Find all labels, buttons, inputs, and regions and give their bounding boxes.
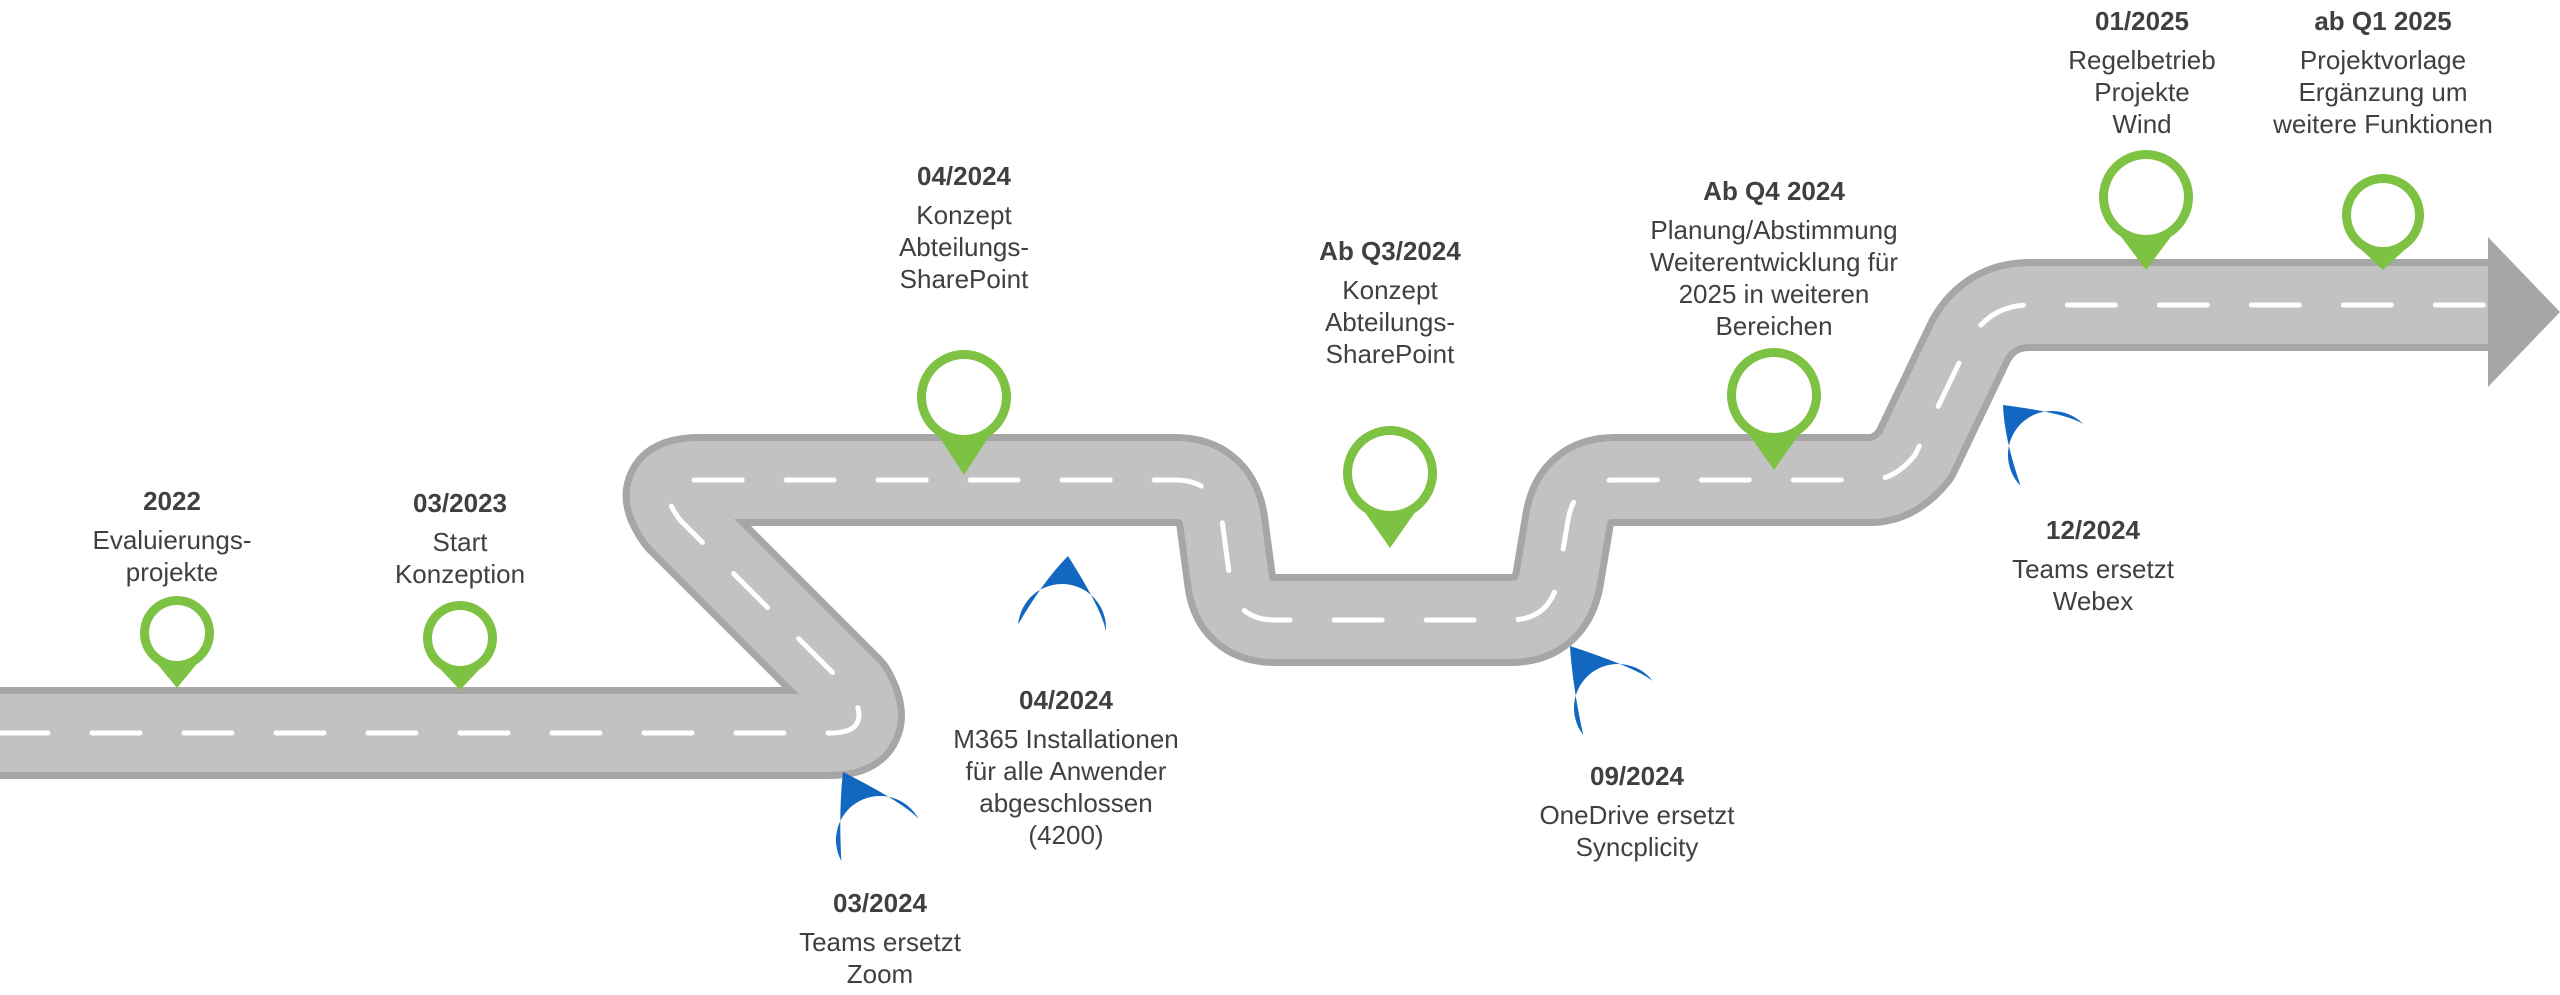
pin-hole bbox=[1580, 670, 1656, 746]
map-pin-icon bbox=[423, 601, 498, 690]
pin-hole bbox=[842, 802, 918, 878]
milestone-2024-03: 03/2024 Teams ersetzt Zoom bbox=[799, 887, 961, 990]
milestone-date: 01/2025 bbox=[2095, 6, 2189, 36]
map-pin-icon bbox=[1342, 426, 1437, 548]
map-pin-icon bbox=[1570, 646, 1656, 746]
milestone-text: Konzept bbox=[916, 200, 1012, 230]
milestone-text: 2025 in weiteren bbox=[1678, 279, 1870, 309]
map-pin-icon bbox=[835, 772, 919, 878]
milestone-text: Bereichen bbox=[1715, 311, 1833, 341]
pin-body bbox=[2003, 405, 2084, 486]
milestone-text: OneDrive ersetzt bbox=[1539, 800, 1735, 830]
map-pin-icon bbox=[140, 596, 214, 688]
map-pin-icon bbox=[917, 349, 1011, 475]
road-arrow-head bbox=[2488, 237, 2560, 387]
milestone-text: Planung/Abstimmung bbox=[1650, 215, 1898, 245]
milestone-q3-2024: Ab Q3/2024 Konzept Abteilungs- SharePoin… bbox=[1319, 235, 1461, 370]
milestone-text: Ergänzung um bbox=[2298, 77, 2468, 107]
milestone-date: 04/2024 bbox=[917, 161, 1011, 191]
pin-hole bbox=[2351, 183, 2415, 247]
milestone-text: für alle Anwender bbox=[965, 756, 1167, 786]
milestone-2025-01: 01/2025 Regelbetrieb Projekte Wind bbox=[2068, 5, 2215, 140]
milestone-text: Weiterentwicklung für bbox=[1649, 247, 1899, 277]
milestone-text: Teams ersetzt bbox=[2012, 554, 2174, 584]
milestone-text: Start bbox=[432, 527, 488, 557]
milestone-2024-04-m365: 04/2024 M365 Installationen für alle Anw… bbox=[953, 684, 1178, 851]
milestone-date: Ab Q4 2024 bbox=[1703, 176, 1845, 206]
milestone-q4-2024: Ab Q4 2024 Planung/Abstimmung Weiterentw… bbox=[1650, 175, 1898, 342]
milestone-text: Projekte bbox=[2094, 77, 2190, 107]
milestone-2023-03: 03/2023 Start Konzeption bbox=[395, 487, 525, 590]
milestone-text: abgeschlossen bbox=[979, 788, 1153, 818]
pin-hole bbox=[432, 610, 488, 666]
milestone-date: 03/2023 bbox=[413, 488, 507, 518]
milestone-text: Zoom bbox=[846, 959, 914, 989]
milestone-date: 2022 bbox=[143, 486, 201, 516]
milestone-2022: 2022 Evaluierungs- projekte bbox=[93, 485, 252, 588]
milestone-2024-12: 12/2024 Teams ersetzt Webex bbox=[2012, 514, 2174, 617]
milestone-date: 09/2024 bbox=[1590, 761, 1684, 791]
milestone-2024-09: 09/2024 OneDrive ersetzt Syncplicity bbox=[1539, 760, 1734, 863]
milestone-text: SharePoint bbox=[1325, 339, 1455, 369]
milestone-text: projekte bbox=[125, 557, 219, 587]
milestone-text: Projektvorlage bbox=[2299, 45, 2467, 75]
milestone-q1-2025: ab Q1 2025 Projektvorlage Ergänzung um w… bbox=[2273, 5, 2493, 140]
pin-body bbox=[835, 772, 919, 862]
milestone-date: Ab Q3/2024 bbox=[1319, 236, 1461, 266]
milestone-text: Konzeption bbox=[394, 559, 526, 589]
milestone-text: Evaluierungs- bbox=[92, 525, 252, 555]
milestone-text: Abteilungs- bbox=[1324, 307, 1456, 337]
milestone-text: weitere Funktionen bbox=[2273, 109, 2493, 139]
milestone-text: (4200) bbox=[1028, 820, 1104, 850]
pins-layer bbox=[140, 150, 2424, 878]
pin-hole bbox=[2108, 159, 2184, 235]
pin-hole bbox=[149, 605, 205, 661]
milestone-text: M365 Installationen bbox=[953, 724, 1179, 754]
milestone-text: Syncplicity bbox=[1575, 832, 1699, 862]
pin-hole bbox=[1352, 435, 1428, 511]
milestone-text: SharePoint bbox=[899, 264, 1029, 294]
milestone-text: Abteilungs- bbox=[898, 232, 1030, 262]
pin-hole bbox=[1024, 590, 1100, 666]
map-pin-icon bbox=[2342, 174, 2424, 270]
milestone-text: Webex bbox=[2052, 586, 2134, 616]
milestone-text: Teams ersetzt bbox=[799, 927, 961, 957]
map-pin-icon bbox=[2099, 150, 2193, 270]
map-pin-icon bbox=[1727, 348, 1822, 470]
milestone-date: 03/2024 bbox=[833, 888, 927, 918]
milestone-text: Regelbetrieb bbox=[2068, 45, 2216, 75]
milestone-text: Konzept bbox=[1342, 275, 1438, 305]
pin-body bbox=[1570, 646, 1653, 735]
map-pin-icon bbox=[2003, 405, 2090, 493]
map-pin-icon bbox=[1018, 556, 1106, 666]
milestone-2024-04-konzept: 04/2024 Konzept Abteilungs- SharePoint bbox=[899, 160, 1029, 295]
milestone-date: 12/2024 bbox=[2046, 515, 2140, 545]
pin-hole bbox=[1736, 357, 1812, 433]
pin-hole bbox=[2014, 417, 2090, 493]
milestone-date: 04/2024 bbox=[1019, 685, 1113, 715]
pin-body bbox=[1018, 556, 1106, 632]
milestone-date: ab Q1 2025 bbox=[2314, 6, 2452, 36]
pin-hole bbox=[926, 359, 1002, 435]
road-lane-markings bbox=[0, 302, 2503, 736]
milestone-text: Wind bbox=[2112, 109, 2172, 139]
